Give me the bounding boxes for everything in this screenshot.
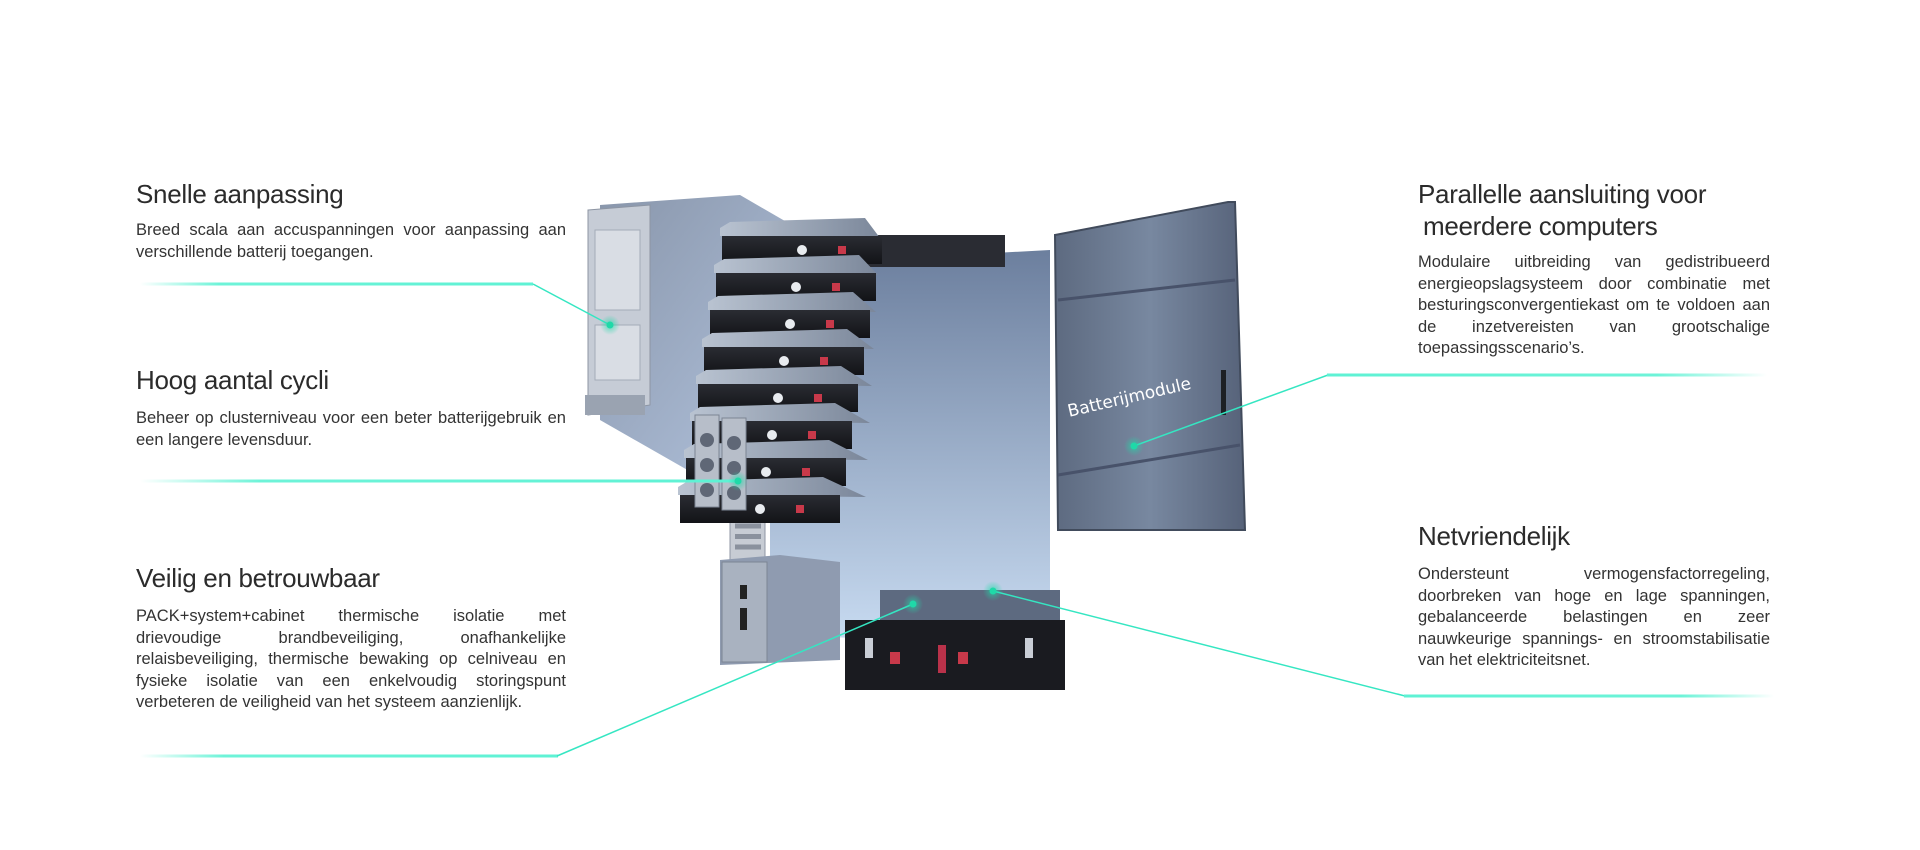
grille-slat	[735, 544, 761, 550]
feature-hoog-aantal-cycli: Hoog aantal cycli Beheer op clusternivea…	[136, 364, 566, 451]
right-door	[1053, 201, 1247, 531]
module-switch-icon	[814, 394, 822, 402]
module-switch-icon	[838, 246, 846, 254]
module-knob-icon	[761, 467, 771, 477]
callout-snelle-aanpassing	[140, 282, 620, 335]
fan-units	[694, 414, 747, 511]
feature-title-line-2: meerdere computers	[1423, 211, 1658, 241]
module-knob-icon	[797, 245, 807, 255]
module-switch-icon	[832, 283, 840, 291]
feature-parallelle-aansluiting: Parallelle aansluiting voor meerdere com…	[1418, 178, 1770, 360]
module-knob-icon	[779, 356, 789, 366]
module-switch-icon	[802, 468, 810, 476]
module-knob-icon	[791, 282, 801, 292]
battery-cabinet-illustration	[585, 195, 1247, 690]
module-switch-icon	[808, 431, 816, 439]
module-knob-icon	[755, 504, 765, 514]
module-switch-icon	[820, 357, 828, 365]
feature-title-line-1: Parallelle aansluiting voor	[1418, 179, 1707, 209]
feature-title: Parallelle aansluiting voor meerdere com…	[1418, 178, 1770, 242]
feature-title: Hoog aantal cycli	[136, 365, 329, 395]
module-tray	[696, 366, 872, 386]
feature-netvriendelijk: Netvriendelijk Ondersteunt vermogensfact…	[1418, 520, 1770, 672]
module-tray	[720, 218, 880, 238]
feature-description: Modulaire uitbreiding van gedistribueerd…	[1418, 253, 1770, 357]
feature-description: Beheer op clusterniveau voor een beter b…	[136, 409, 566, 449]
module-switch-icon	[826, 320, 834, 328]
battery-modules	[678, 218, 882, 523]
module-tray	[708, 292, 876, 312]
module-tray	[714, 255, 878, 275]
grille-slat	[735, 534, 761, 539]
feature-description: Ondersteunt vermogensfactorregeling, doo…	[1418, 565, 1770, 669]
feature-veilig-en-betrouwbaar: Veilig en betrouwbaar PACK+system+cabine…	[136, 562, 566, 714]
feature-title: Snelle aanpassing	[136, 179, 344, 209]
module-tray	[702, 329, 874, 349]
feature-title: Veilig en betrouwbaar	[136, 563, 380, 593]
module-switch-icon	[796, 505, 804, 513]
module-knob-icon	[767, 430, 777, 440]
control-box	[720, 555, 840, 665]
module-knob-icon	[785, 319, 795, 329]
feature-description: Breed scala aan accuspanningen voor aanp…	[136, 221, 566, 261]
feature-snelle-aanpassing: Snelle aanpassing Breed scala aan accusp…	[136, 178, 566, 263]
grille-slat	[735, 523, 761, 529]
module-knob-icon	[773, 393, 783, 403]
feature-description: PACK+system+cabinet thermische isolatie …	[136, 607, 566, 711]
feature-title: Netvriendelijk	[1418, 521, 1570, 551]
